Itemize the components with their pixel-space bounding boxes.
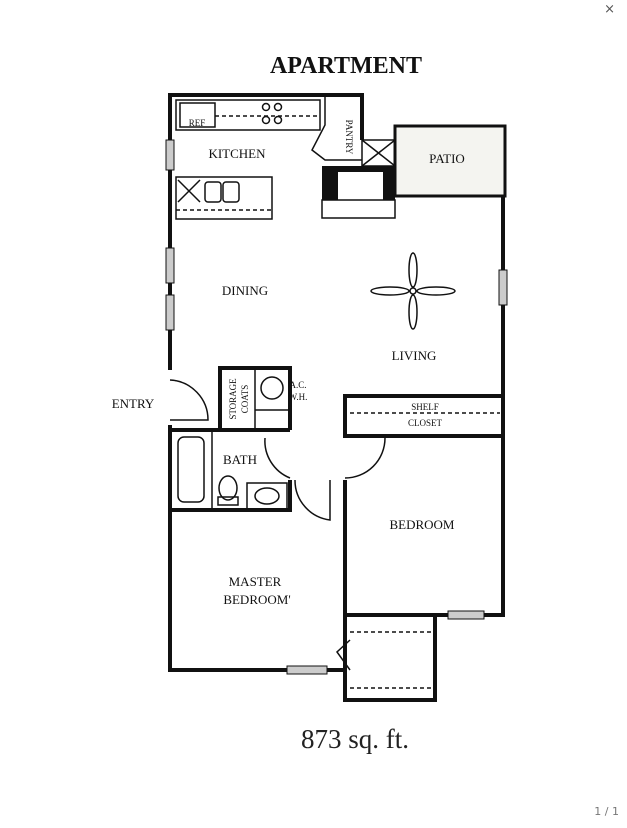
label-ref: REF xyxy=(189,118,206,128)
area-label: 873 sq. ft. xyxy=(301,724,409,754)
label-shelf: SHELF xyxy=(411,402,439,412)
label-bath: BATH xyxy=(223,452,257,467)
label-storage: STORAGE xyxy=(228,378,238,420)
label-patio: PATIO xyxy=(429,151,465,166)
label-master-1: MASTER xyxy=(229,574,282,589)
walls xyxy=(165,93,508,702)
page-indicator: 1 / 1 xyxy=(594,805,619,818)
label-master-2: BEDROOM' xyxy=(223,592,290,607)
label-kitchen: KITCHEN xyxy=(208,146,266,161)
label-closet: CLOSET xyxy=(408,418,443,428)
label-coats: COATS xyxy=(240,385,250,414)
label-living: LIVING xyxy=(392,348,437,363)
close-icon[interactable]: × xyxy=(604,2,615,17)
label-entry: ENTRY xyxy=(112,396,155,411)
label-ac: A.C. xyxy=(289,380,306,390)
label-dining: DINING xyxy=(222,283,268,298)
label-bedroom: BEDROOM xyxy=(389,517,454,532)
label-wh: W.H. xyxy=(289,392,308,402)
plan-title: APARTMENT xyxy=(270,53,422,79)
ceiling-fan-icon xyxy=(370,252,456,330)
label-pantry: PANTRY xyxy=(344,120,354,155)
